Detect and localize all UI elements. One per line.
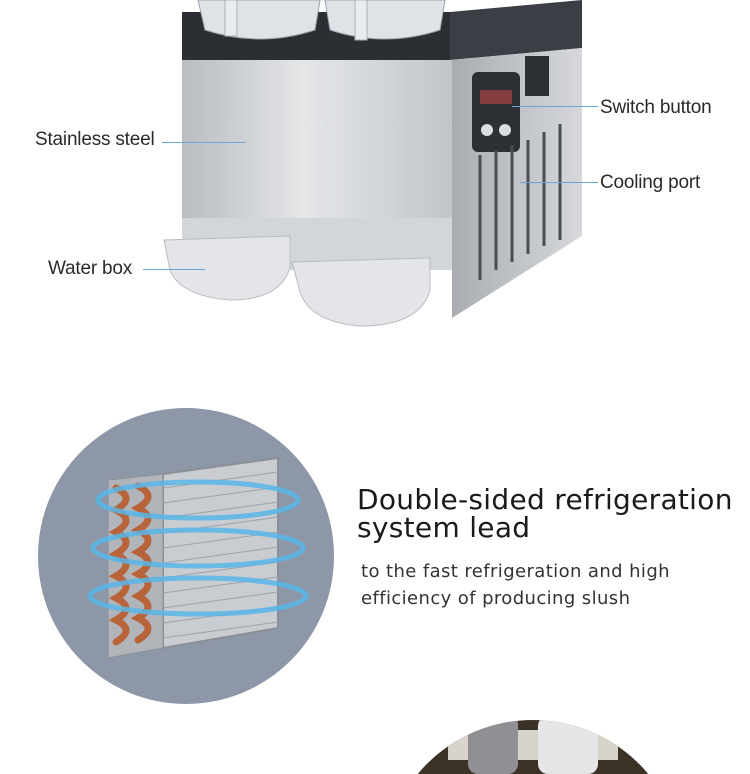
feature-description-line2: efficiency of producing slush [361,588,631,609]
bottom-detail-image [408,720,658,774]
stainless-steel-label: Stainless steel [35,129,155,150]
slush-machine-illustration [163,0,582,327]
water-box-label: Water box [48,258,133,279]
feature-title-line2: system lead [357,511,531,544]
feature-title: Double-sided refrigeration system lead [357,486,742,542]
switch-button-label: Switch button [600,97,712,118]
condenser-image [38,408,334,704]
feature-title-line1: Double-sided refrigeration [357,483,733,516]
feature-description-line1: to the fast refrigeration and high [361,561,670,582]
cooling-port-leader [520,182,598,183]
feature-description: to the fast refrigeration and high effic… [361,558,741,612]
stainless-steel-leader [162,142,246,143]
cooling-port-label: Cooling port [600,172,701,193]
water-box-leader [143,269,205,270]
switch-button-leader [512,106,598,107]
